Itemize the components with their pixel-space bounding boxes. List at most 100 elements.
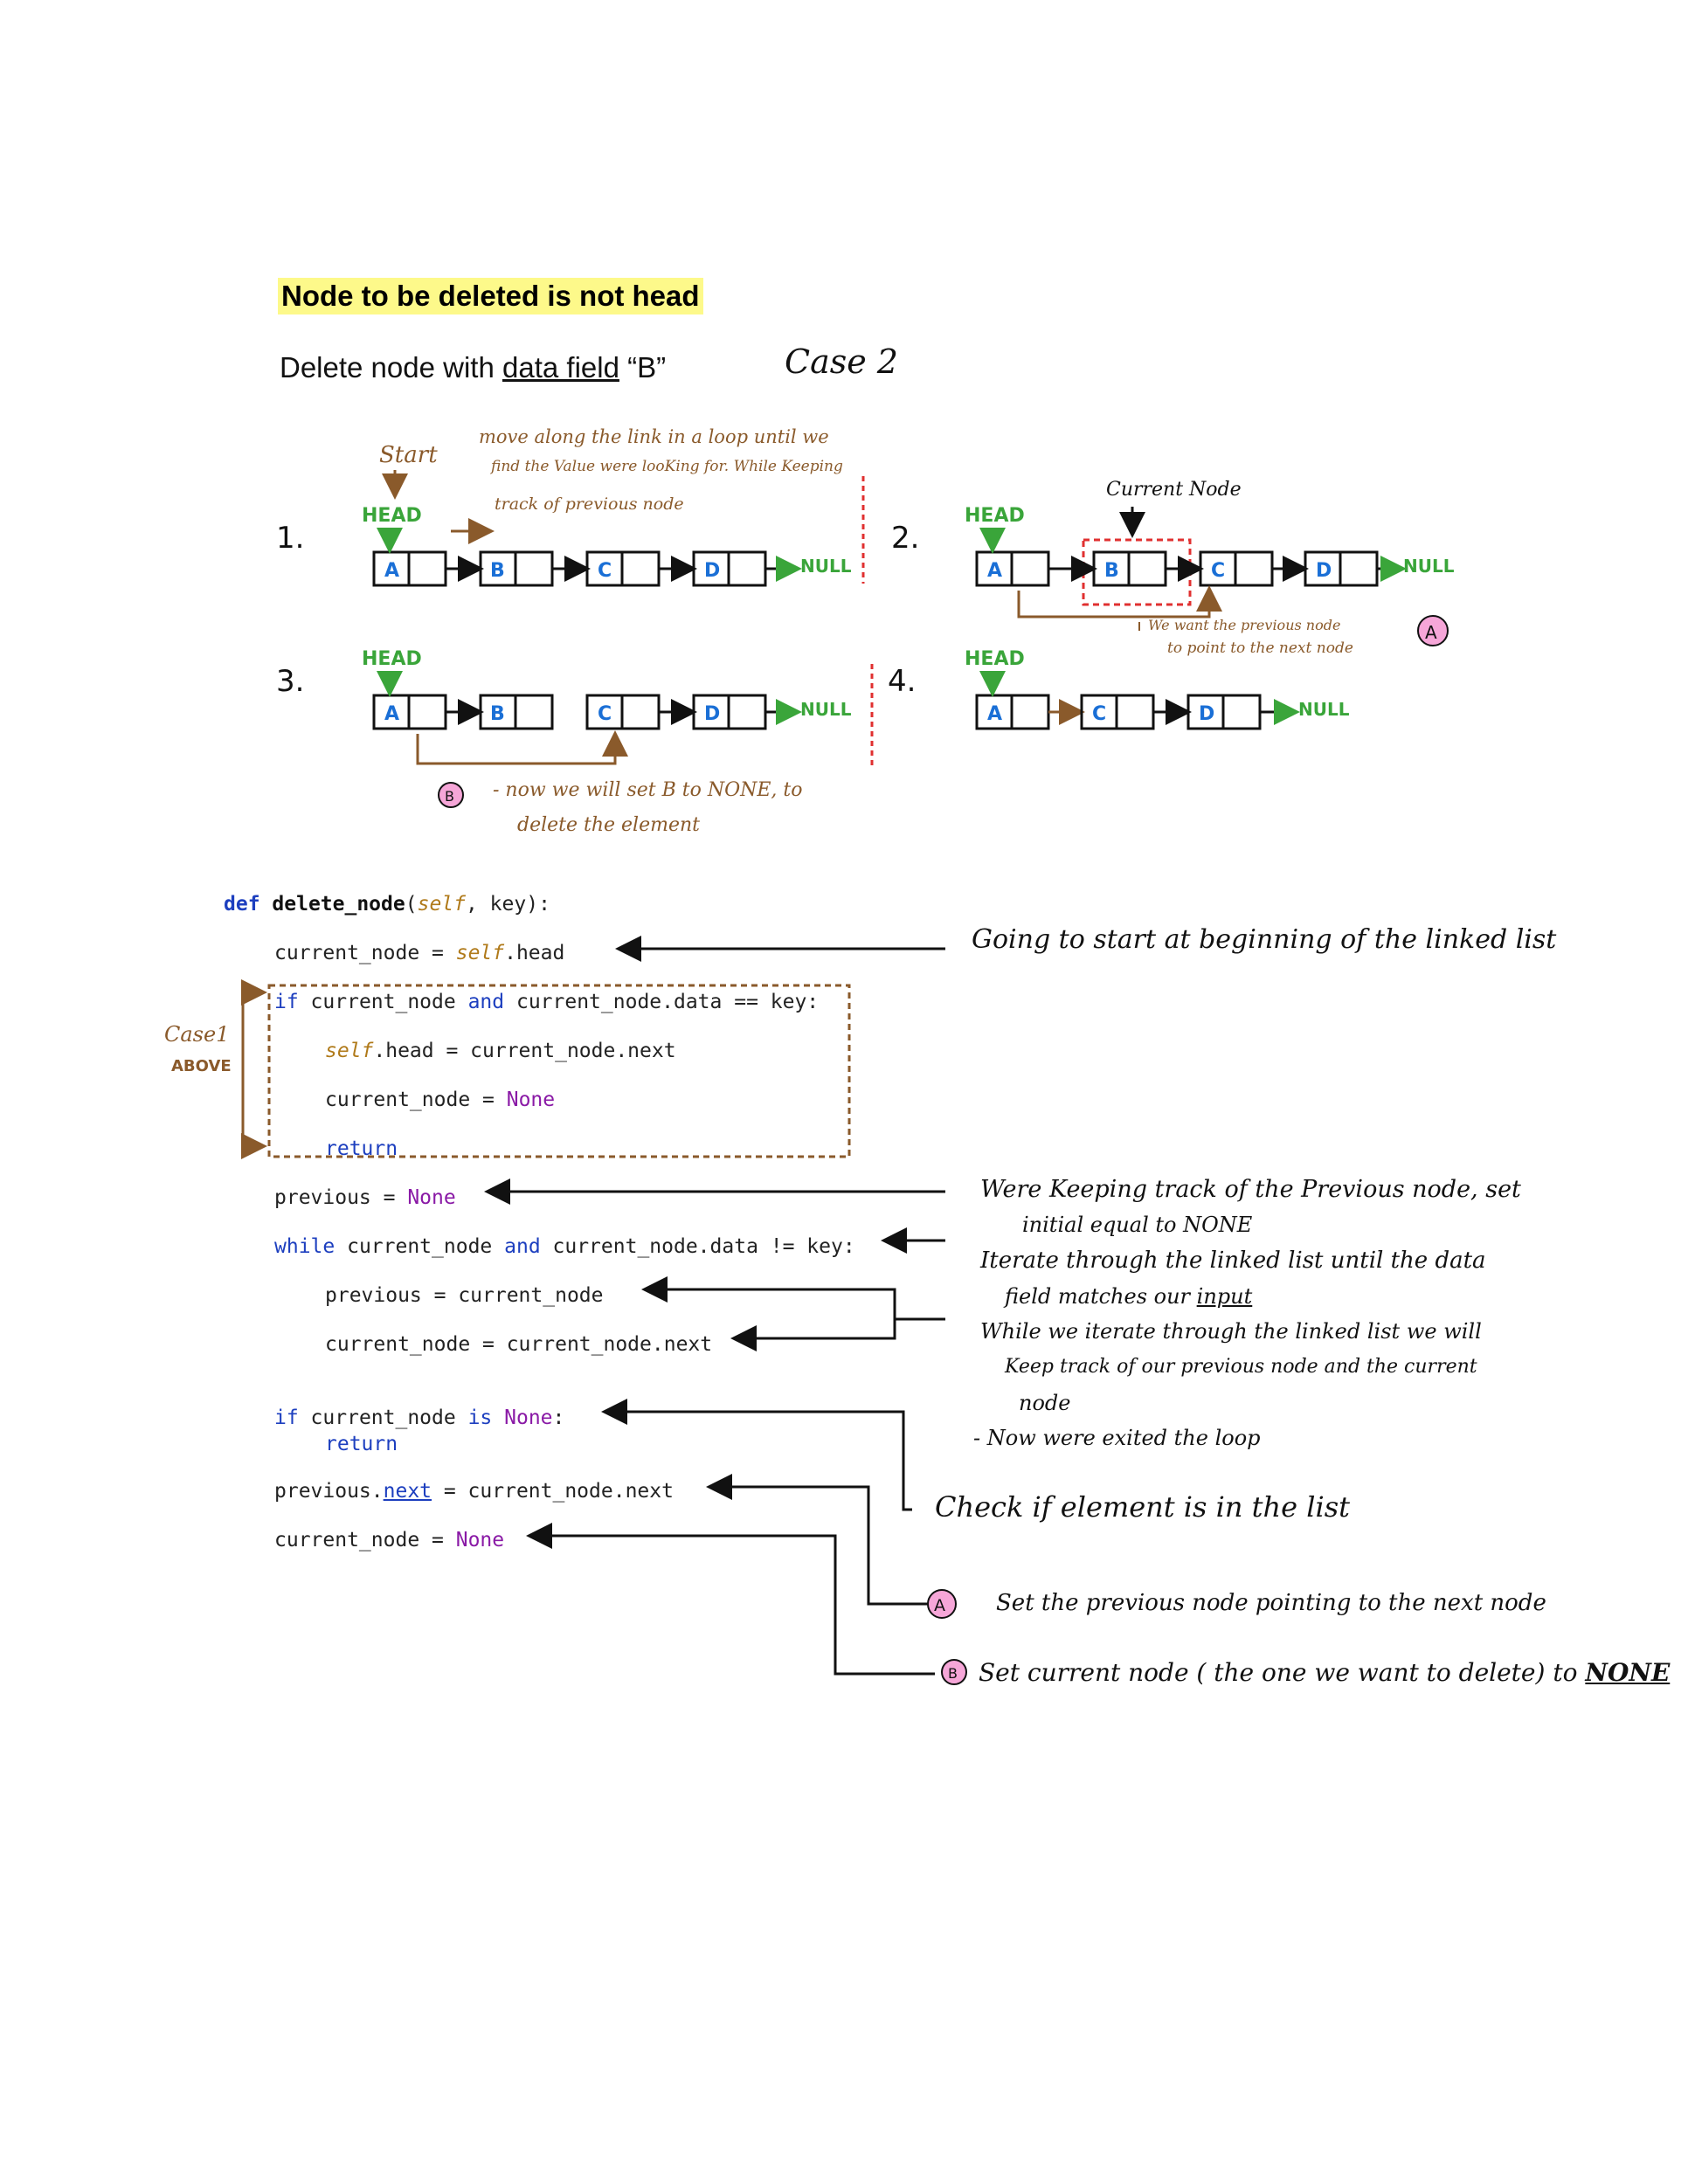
svg-text:B: B <box>445 788 454 805</box>
page-title: Node to be deleted is not head <box>278 278 703 314</box>
node-b-3: B <box>479 694 554 730</box>
node-d-4: D <box>1186 694 1262 730</box>
case1-label: Case1 <box>164 1022 230 1047</box>
step2-list: A B C D A <box>975 507 1449 646</box>
case1-code-box <box>267 984 851 1158</box>
node-c-2: C <box>1199 550 1274 587</box>
node-d-label: D <box>704 560 720 582</box>
svg-text:C: C <box>1092 703 1106 725</box>
arrow-set-cur <box>526 1523 935 1676</box>
svg-text:B: B <box>948 1665 958 1682</box>
marker-b-circle-2 <box>941 1659 967 1685</box>
marker-a-circle-2 <box>927 1589 957 1619</box>
bypass-link-plan <box>1017 585 1222 619</box>
step1-list: A B C D <box>372 470 802 587</box>
code-line-7: previous = None <box>274 1186 456 1209</box>
step-number-1: 1. <box>276 521 305 556</box>
step3-note-line2: delete the element <box>517 814 700 836</box>
code-line-def: def delete_node(self, key): <box>224 893 550 916</box>
data-field-term: data field <box>502 351 619 384</box>
svg-text:B: B <box>1104 560 1119 582</box>
note-iterate-1: Iterate through the linked list until th… <box>980 1248 1486 1274</box>
code-line-8: while current_node and current_node.data… <box>274 1235 855 1258</box>
code-line-12: return <box>325 1433 398 1455</box>
marker-a-text: A <box>1425 622 1437 643</box>
arrow-while-cur <box>730 1319 896 1351</box>
arrow-check <box>601 1399 912 1511</box>
head-label-1: HEAD <box>362 505 422 527</box>
svg-text:D: D <box>704 703 720 725</box>
code-line-3: if current_node and current_node.data ==… <box>274 991 820 1013</box>
note-set-cur: Set current node ( the one we want to de… <box>979 1658 1671 1687</box>
head-label-3: HEAD <box>362 648 422 670</box>
case1-above-label: ABOVE <box>171 1057 232 1075</box>
note-tracking-2: initial equal to NONE <box>1022 1213 1253 1237</box>
node-b-label: B <box>490 560 505 582</box>
null-label-3: NULL <box>800 699 852 720</box>
note-while-1: While we iterate through the linked list… <box>980 1319 1482 1344</box>
code-line-9: previous = current_node <box>325 1284 604 1307</box>
step1-note-line2: find the Value were looKing for. While K… <box>491 458 843 475</box>
current-node-highlight <box>1082 538 1192 606</box>
node-c-4: C <box>1080 694 1155 730</box>
node-a-3: A <box>372 694 447 730</box>
note-iterate-2: field matches our input <box>1005 1284 1253 1309</box>
node-c-3: C <box>585 694 661 730</box>
node-b-2: B <box>1092 550 1167 587</box>
node-b: B <box>479 550 554 587</box>
svg-text:C: C <box>598 703 612 725</box>
arrow-set-prev <box>706 1474 928 1606</box>
case-label: Case 2 <box>785 342 898 381</box>
node-c: C <box>585 550 661 587</box>
note-set-prev: Set the previous node pointing to the ne… <box>996 1590 1546 1616</box>
svg-text:A: A <box>987 560 1002 582</box>
step-number-3: 3. <box>276 664 305 699</box>
null-label-4: NULL <box>1298 699 1350 720</box>
step-number-4: 4. <box>888 664 917 699</box>
bypass-link <box>416 730 628 765</box>
current-node-label: Current Node <box>1106 479 1242 501</box>
code-line-11: if current_node is None: <box>274 1406 565 1429</box>
node-d-2: D <box>1304 550 1379 587</box>
note-while-3: node <box>1019 1391 1071 1415</box>
code-line-6: return <box>325 1137 398 1160</box>
svg-text:D: D <box>1316 560 1332 582</box>
node-a-4: A <box>975 694 1050 730</box>
head-label-4: HEAD <box>965 648 1025 670</box>
node-d: D <box>692 550 767 587</box>
note-exited: - Now were exited the loop <box>973 1426 1261 1450</box>
step4-list: A C D <box>975 671 1300 730</box>
note-while-2: Keep track of our previous node and the … <box>1005 1356 1477 1378</box>
arrow-while-prev <box>641 1276 945 1321</box>
code-line-13: previous.next = current_node.next <box>274 1480 674 1503</box>
marker-a-circle <box>1417 615 1449 646</box>
step-number-2: 2. <box>891 521 920 556</box>
step1-note-line3: track of previous node <box>495 494 684 514</box>
svg-text:A: A <box>987 703 1002 725</box>
svg-text:A: A <box>384 703 399 725</box>
svg-text:D: D <box>1199 703 1214 725</box>
code-line-2: current_node = self.head <box>274 942 565 964</box>
code-line-4: self.head = current_node.next <box>325 1040 676 1062</box>
start-label: Start <box>379 442 438 468</box>
node-c-label: C <box>598 560 612 582</box>
step1-note-line1: move along the link in a loop until we <box>479 426 829 447</box>
null-label-1: NULL <box>800 556 852 577</box>
step2-note-line1: We want the previous node <box>1148 617 1341 633</box>
note-going: Going to start at beginning of the linke… <box>972 924 1557 955</box>
code-line-5: current_node = None <box>325 1089 556 1111</box>
svg-text:B: B <box>490 703 505 725</box>
note-tracking-1: Were Keeping track of the Previous node,… <box>980 1176 1521 1203</box>
subtitle: Delete node with data field “B” <box>280 351 667 384</box>
code-line-10: current_node = current_node.next <box>325 1333 713 1356</box>
head-label-2: HEAD <box>965 505 1025 527</box>
null-label-2: NULL <box>1403 556 1455 577</box>
case1-bracket <box>241 991 262 1148</box>
svg-text:C: C <box>1211 560 1225 582</box>
node-a-2: A <box>975 550 1050 587</box>
step2-note-line2: to point to the next node <box>1167 639 1353 657</box>
svg-text:A: A <box>934 1596 945 1615</box>
marker-b-circle-small <box>438 782 464 808</box>
code-line-14: current_node = None <box>274 1529 505 1552</box>
